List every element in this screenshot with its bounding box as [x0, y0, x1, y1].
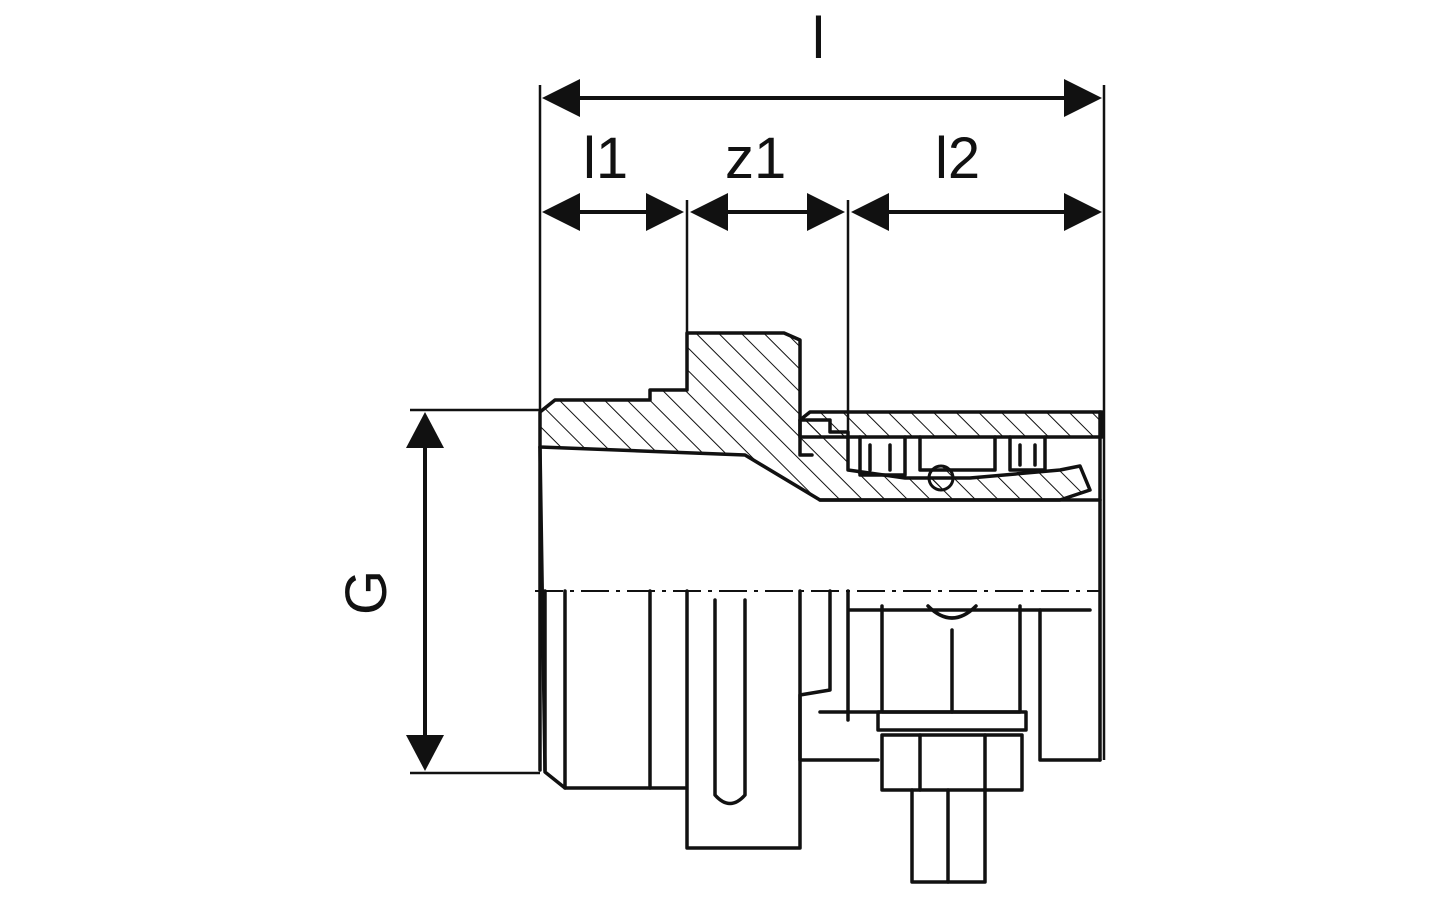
overall-dimension-line	[538, 79, 1106, 760]
thread-size-label: G	[334, 570, 399, 615]
o-ring-seal	[927, 464, 955, 492]
z1-length-label: z1	[725, 126, 786, 191]
fitting-section-upper	[538, 331, 1104, 502]
overall-length-label: l	[812, 6, 825, 71]
g-dimension-line	[406, 408, 540, 775]
fitting-body-outline	[538, 410, 1102, 790]
l2-length-label: l2	[935, 126, 980, 191]
fitting-lower-view	[685, 589, 1102, 884]
l1-length-label: l1	[583, 126, 628, 191]
z1-dimension-line	[690, 193, 850, 432]
l1-dimension-line	[542, 193, 689, 333]
l2-dimension-line	[851, 193, 1102, 231]
